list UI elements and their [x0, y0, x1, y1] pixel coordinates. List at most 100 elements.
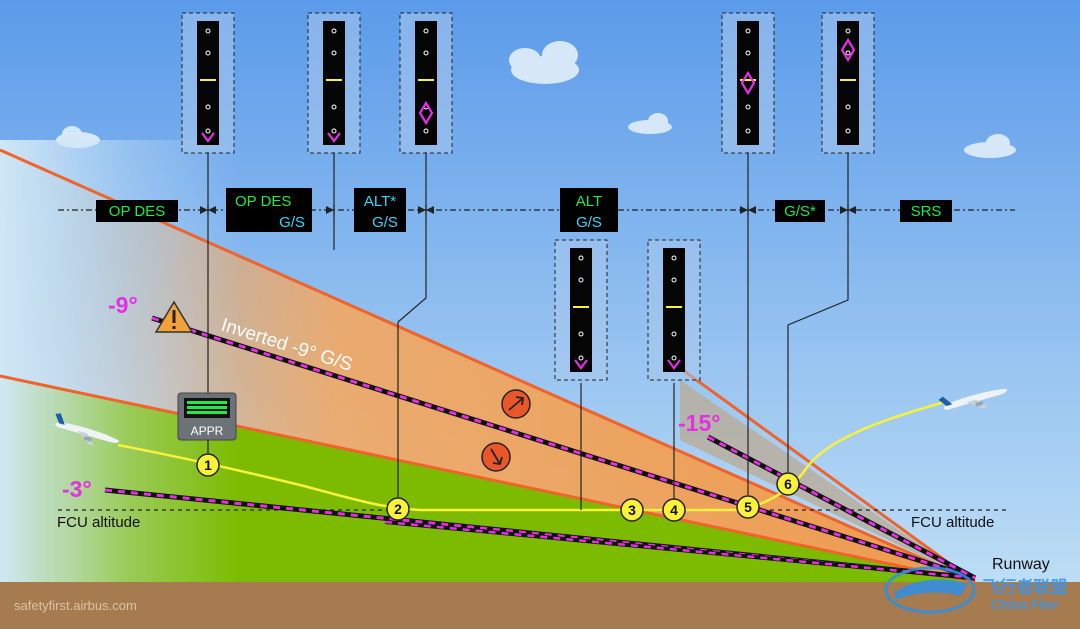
angle-label-9: -9° — [108, 292, 138, 318]
scale-dot — [671, 255, 677, 261]
path-point-4: 4 — [662, 498, 686, 522]
runway-label: Runway — [992, 556, 1050, 573]
scale-dot — [205, 28, 211, 34]
svg-text:G/S: G/S — [576, 214, 602, 231]
fma-op-des: OP DES — [96, 200, 178, 222]
gs-scale — [821, 12, 875, 154]
scale-dot — [745, 28, 751, 34]
svg-text:3: 3 — [628, 502, 636, 518]
angle-label-3: -3° — [62, 476, 92, 502]
gs-diamond-icon — [327, 132, 341, 143]
glide-slope-15 — [706, 434, 977, 581]
scale-dot — [578, 277, 584, 283]
svg-text:飞行者联盟: 飞行者联盟 — [983, 577, 1068, 597]
cloud — [509, 41, 579, 84]
gs-diamond-icon — [667, 359, 681, 370]
svg-text:2: 2 — [394, 501, 402, 517]
steep-boundary-line — [679, 366, 976, 584]
scale-dot — [745, 128, 751, 134]
angle-label-15: -15° — [678, 410, 720, 436]
scale-dot — [331, 104, 337, 110]
gs-diamond-icon — [201, 132, 215, 143]
gs-diamond-icon — [840, 37, 856, 63]
svg-text:OP DES: OP DES — [235, 193, 291, 210]
fma-gs-star: G/S* — [775, 200, 825, 222]
timeline-arrowheads — [200, 206, 856, 214]
svg-text:6: 6 — [784, 476, 792, 492]
svg-text:1: 1 — [204, 457, 212, 473]
scale-dot — [578, 331, 584, 337]
gs-diamond-icon — [418, 100, 434, 126]
warning-icon — [154, 300, 194, 333]
gs-scale — [399, 12, 453, 154]
arrow-up-right-icon — [501, 389, 531, 419]
scale-dot — [671, 355, 677, 361]
scale-dot — [331, 50, 337, 56]
scale-dot — [423, 128, 429, 134]
svg-text:OP DES: OP DES — [109, 203, 165, 220]
appr-button: APPR — [177, 392, 237, 441]
fma-alt-gs: ALT G/S — [560, 188, 618, 232]
path-points: 1 2 3 4 5 6 — [196, 453, 800, 522]
watermark-logo: 飞行者联盟 China Flier — [884, 566, 1068, 614]
scale-dot — [845, 28, 851, 34]
scale-dot — [205, 50, 211, 56]
gs-diamond-icon — [574, 359, 588, 370]
scale-dot — [671, 277, 677, 283]
path-point-2: 2 — [386, 497, 410, 521]
svg-text:4: 4 — [670, 502, 678, 518]
svg-text:5: 5 — [744, 499, 752, 515]
fma-alt-star-gs: ALT* G/S — [354, 188, 406, 232]
gs-diamond-icon — [740, 70, 756, 96]
scale-dot — [205, 128, 211, 134]
cloud — [628, 113, 672, 134]
fcu-altitude-right: FCU altitude — [911, 514, 994, 531]
arrow-down-right-icon — [481, 442, 511, 472]
scale-dot — [331, 28, 337, 34]
gs-scale — [181, 12, 235, 154]
aircraft-icon-goaround — [938, 388, 1007, 410]
scale-dot — [331, 128, 337, 134]
steep-zone — [680, 380, 975, 582]
gs-scales — [181, 12, 875, 381]
gs-scale — [721, 12, 775, 154]
gs-scale — [554, 239, 608, 381]
glide-slope-3-lower — [384, 520, 976, 580]
scale-dot — [578, 255, 584, 261]
gs-scale — [307, 12, 361, 154]
svg-text:ALT: ALT — [576, 193, 602, 210]
svg-text:APPR: APPR — [191, 424, 224, 438]
scale-dot — [423, 50, 429, 56]
inverted-9-glide-slope — [151, 315, 976, 581]
svg-text:ALT*: ALT* — [364, 193, 396, 210]
scale-dot — [745, 104, 751, 110]
fcu-altitude-left: FCU altitude — [57, 514, 140, 531]
gs-scale — [647, 239, 701, 381]
scale-dot — [745, 50, 751, 56]
path-point-3: 3 — [620, 498, 644, 522]
scale-dot — [845, 50, 851, 56]
svg-text:G/S: G/S — [372, 214, 398, 231]
scale-dot — [671, 331, 677, 337]
aircraft-flight-path — [117, 400, 946, 512]
scale-dot — [578, 355, 584, 361]
lower-boundary-line — [0, 374, 976, 584]
scale-dot — [205, 104, 211, 110]
scale-dot — [845, 104, 851, 110]
credit-text: safetyfirst.airbus.com — [14, 598, 137, 613]
fma-op-des-gs: OP DES G/S — [226, 188, 312, 232]
path-point-5: 5 — [736, 495, 760, 519]
path-point-1: 1 — [196, 453, 220, 477]
path-point-6: 6 — [776, 472, 800, 496]
aircraft-icon-approach — [55, 413, 119, 446]
svg-text:SRS: SRS — [911, 203, 942, 220]
cloud — [964, 134, 1016, 158]
svg-text:G/S: G/S — [279, 214, 305, 231]
fma-srs: SRS — [900, 200, 952, 222]
svg-text:G/S*: G/S* — [784, 203, 816, 220]
scale-dot — [423, 28, 429, 34]
svg-text:China Flier: China Flier — [991, 597, 1058, 612]
scale-dot — [845, 128, 851, 134]
